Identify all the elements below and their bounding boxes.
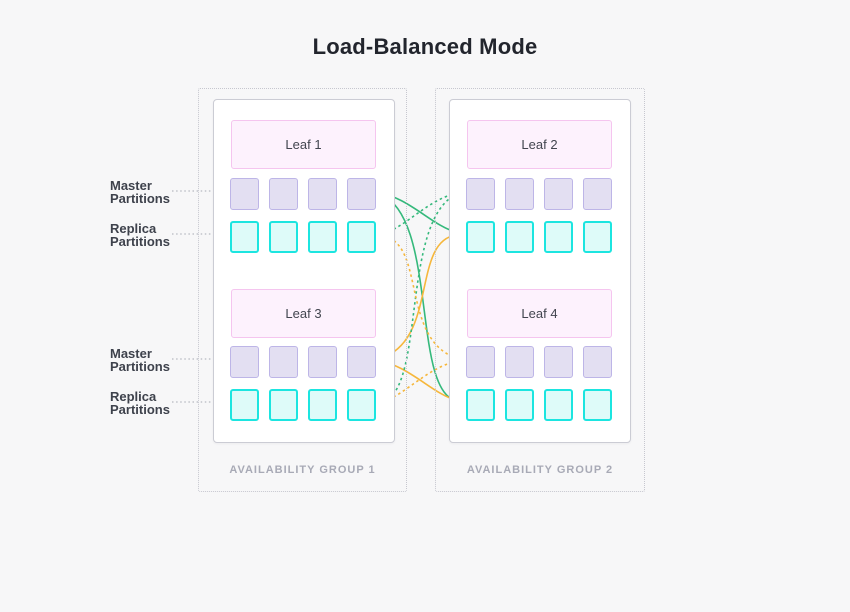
leaf4-label: Leaf 4 [521, 306, 558, 321]
master-partition-box [269, 178, 298, 210]
replica-partition-box [347, 389, 376, 421]
master-partition-box [466, 346, 495, 378]
leaf1-label: Leaf 1 [285, 137, 322, 152]
replica-partition-box [583, 389, 612, 421]
replica-partition-box [466, 221, 495, 253]
leaf3-replica-partitions [230, 389, 376, 421]
master-partition-box [544, 346, 573, 378]
replica-partition-box [308, 221, 337, 253]
availability-group-1-label: AVAILABILITY GROUP 1 [229, 464, 376, 476]
leaf1-box: Leaf 1 [231, 120, 376, 169]
label-master-partitions-top: Master Partitions [110, 178, 170, 206]
replica-partition-box [544, 389, 573, 421]
master-partition-box [583, 346, 612, 378]
label-replica-partitions-top: Replica Partitions [110, 221, 170, 249]
master-partition-box [230, 178, 259, 210]
leaf4-replica-partitions [466, 389, 612, 421]
leaf2-replica-partitions [466, 221, 612, 253]
replica-partition-box [505, 389, 534, 421]
replica-partition-box [308, 389, 337, 421]
master-partition-box [308, 178, 337, 210]
replica-partition-box [230, 221, 259, 253]
master-partition-box [269, 346, 298, 378]
master-partition-box [230, 346, 259, 378]
label-master-partitions-bottom: Master Partitions [110, 346, 170, 374]
master-partition-box [347, 346, 376, 378]
master-partition-box [308, 346, 337, 378]
leaf1-replica-partitions [230, 221, 376, 253]
leaf4-master-partitions [466, 346, 612, 378]
leaf2-label: Leaf 2 [521, 137, 558, 152]
availability-group-2-label: AVAILABILITY GROUP 2 [466, 464, 614, 476]
master-partition-box [347, 178, 376, 210]
availability-group-2: Leaf 2 Leaf 4 [435, 88, 645, 492]
replica-partition-box [269, 389, 298, 421]
master-partition-box [544, 178, 573, 210]
master-partition-box [505, 178, 534, 210]
master-partition-box [505, 346, 534, 378]
leaf3-master-partitions [230, 346, 376, 378]
label-replica-partitions-bottom: Replica Partitions [110, 389, 170, 417]
leaf3-box: Leaf 3 [231, 289, 376, 338]
replica-partition-box [583, 221, 612, 253]
replica-partition-box [544, 221, 573, 253]
availability-group-1: Leaf 1 Leaf 3 [198, 88, 407, 492]
leaf2-master-partitions [466, 178, 612, 210]
replica-partition-box [230, 389, 259, 421]
leaf1-master-partitions [230, 178, 376, 210]
leaf4-box: Leaf 4 [467, 289, 612, 338]
replica-partition-box [269, 221, 298, 253]
leaf3-label: Leaf 3 [285, 306, 322, 321]
replica-partition-box [347, 221, 376, 253]
availability-group-2-card: Leaf 2 Leaf 4 [449, 99, 631, 443]
availability-group-1-card: Leaf 1 Leaf 3 [213, 99, 395, 443]
replica-partition-box [466, 389, 495, 421]
master-partition-box [583, 178, 612, 210]
master-partition-box [466, 178, 495, 210]
leaf2-box: Leaf 2 [467, 120, 612, 169]
replica-partition-box [505, 221, 534, 253]
diagram-title: Load-Balanced Mode [312, 34, 538, 59]
